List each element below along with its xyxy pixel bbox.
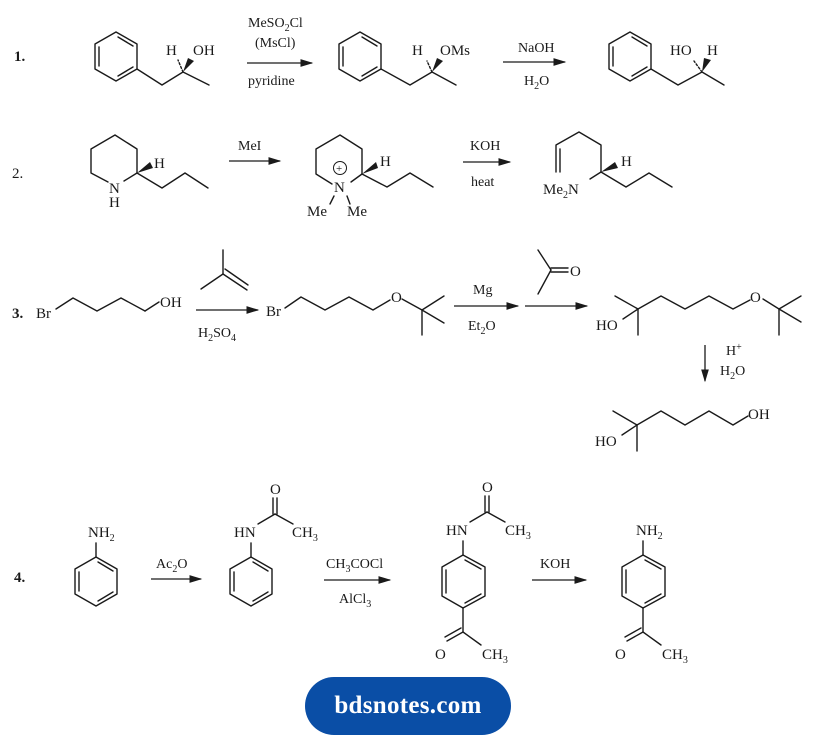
label-ho: HO bbox=[670, 43, 692, 59]
label-nh2: NH2 bbox=[636, 523, 663, 542]
label-o: O bbox=[482, 480, 493, 496]
label-oh: OH bbox=[160, 295, 182, 311]
label-h: H bbox=[380, 154, 391, 170]
reagent-mscl: (MsCl) bbox=[255, 36, 296, 51]
label-me: Me bbox=[347, 204, 367, 220]
reaction-2: 2. H N H MeI H + N Me Me KOH bbox=[12, 131, 673, 220]
intermediate-4b: HN O CH3 O CH3 bbox=[435, 480, 531, 666]
label-o: O bbox=[435, 647, 446, 663]
reagent-mesylchloride: MeSO2Cl bbox=[248, 16, 303, 34]
label-br: Br bbox=[266, 304, 281, 320]
intermediate-1: H OMs bbox=[338, 31, 470, 86]
reaction-number-1: 1. bbox=[14, 49, 26, 65]
label-oh: OH bbox=[193, 43, 215, 59]
intermediate-2: H + N Me Me bbox=[307, 134, 434, 220]
product-2: H Me2N bbox=[543, 131, 673, 201]
reagent-koh: KOH bbox=[470, 139, 500, 154]
reagent-heat: heat bbox=[471, 175, 494, 190]
label-ch3: CH3 bbox=[662, 647, 688, 666]
label-n: N bbox=[109, 181, 120, 197]
label-ch3: CH3 bbox=[482, 647, 508, 666]
label-hn: HN bbox=[446, 523, 468, 539]
reaction-number-2: 2. bbox=[12, 166, 23, 182]
label-o: O bbox=[615, 647, 626, 663]
isobutylene-reagent bbox=[200, 249, 249, 291]
reagent-koh: KOH bbox=[540, 557, 570, 572]
label-oms: OMs bbox=[440, 43, 470, 59]
label-ho: HO bbox=[596, 318, 618, 334]
starting-material-2: H N H bbox=[90, 134, 209, 211]
product-3: HO OH bbox=[595, 407, 770, 452]
reagent-naoh: NaOH bbox=[518, 41, 555, 56]
starting-material-1: H OH bbox=[94, 31, 215, 86]
reagent-sulfuric-acid: H2SO4 bbox=[198, 326, 236, 344]
product-4: NH2 O CH3 bbox=[615, 523, 688, 666]
label-h: H bbox=[412, 43, 423, 59]
intermediate-3: Br O bbox=[266, 290, 445, 336]
label-hn: HN bbox=[234, 525, 256, 541]
reaction-4: 4. NH2 Ac2O HN O CH3 CH3COCl AlC bbox=[14, 480, 688, 666]
label-h: H bbox=[707, 43, 718, 59]
reagent-pyridine: pyridine bbox=[248, 74, 295, 89]
reagent-mg: Mg bbox=[473, 283, 492, 298]
label-plus: + bbox=[336, 163, 342, 175]
label-o: O bbox=[570, 264, 581, 280]
product-1: HO H bbox=[608, 31, 725, 86]
label-ch3: CH3 bbox=[292, 525, 318, 544]
reagent-mei: MeI bbox=[238, 139, 262, 154]
reagent-acetyl-chloride: CH3COCl bbox=[326, 557, 383, 575]
label-nh2: NH2 bbox=[88, 525, 115, 544]
reaction-3: 3. Br OH H2SO4 Br O Mg Et2O bbox=[12, 249, 802, 452]
label-me2n: Me2N bbox=[543, 182, 579, 201]
label-o: O bbox=[270, 482, 281, 498]
acetone-reagent: O bbox=[537, 249, 581, 295]
watermark-text: bdsnotes.com bbox=[334, 692, 482, 719]
label-o: O bbox=[750, 290, 761, 306]
label-h: H bbox=[621, 154, 632, 170]
label-me: Me bbox=[307, 204, 327, 220]
reagent-ether: Et2O bbox=[468, 319, 496, 337]
label-br: Br bbox=[36, 306, 51, 322]
label-h: H bbox=[166, 43, 177, 59]
label-n: N bbox=[334, 180, 345, 196]
reaction-number-3: 3. bbox=[12, 306, 24, 322]
label-oh: OH bbox=[748, 407, 770, 423]
reagent-acetic-anhydride: Ac2O bbox=[156, 557, 187, 575]
intermediate-3b: HO O bbox=[596, 290, 802, 336]
reagent-alcl3: AlCl3 bbox=[339, 592, 371, 610]
reaction-number-4: 4. bbox=[14, 570, 26, 586]
reagent-acid: H+ bbox=[726, 342, 742, 359]
label-ch3: CH3 bbox=[505, 523, 531, 542]
label-h: H bbox=[154, 156, 165, 172]
intermediate-4: HN O CH3 bbox=[229, 482, 318, 607]
label-nh: H bbox=[109, 195, 120, 211]
reagent-water: H2O bbox=[524, 74, 549, 92]
watermark-badge: bdsnotes.com bbox=[305, 677, 511, 735]
reaction-1: 1. H OH MeSO2Cl (MsCl) pyridine H bbox=[14, 16, 725, 92]
reagent-water: H2O bbox=[720, 364, 745, 382]
label-o: O bbox=[391, 290, 402, 306]
label-ho: HO bbox=[595, 434, 617, 450]
starting-material-3: Br OH bbox=[36, 295, 182, 322]
starting-material-4: NH2 bbox=[74, 525, 118, 607]
